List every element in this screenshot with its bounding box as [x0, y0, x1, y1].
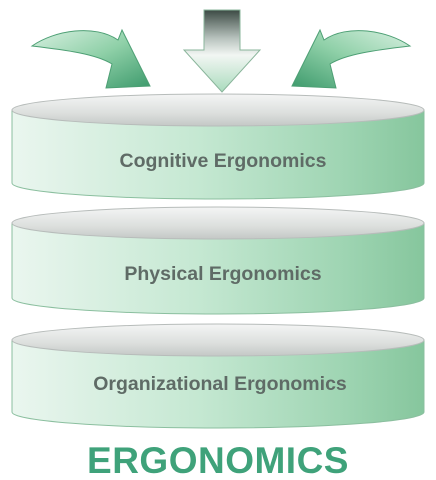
- layer-cognitive: Cognitive Ergonomics: [11, 93, 425, 200]
- layer-physical: Physical Ergonomics: [11, 206, 425, 315]
- diagram-title: ERGONOMICS: [87, 440, 349, 480]
- down-arrow-icon: [182, 9, 262, 93]
- layer-organizational: Organizational Ergonomics: [11, 323, 425, 429]
- curved-arrow-right-icon: [30, 28, 151, 89]
- curved-arrow-left-icon: [291, 28, 412, 89]
- layer-label-physical: Physical Ergonomics: [124, 263, 321, 285]
- layer-label-organizational: Organizational Ergonomics: [93, 373, 347, 395]
- layer-label-cognitive: Cognitive Ergonomics: [120, 150, 327, 172]
